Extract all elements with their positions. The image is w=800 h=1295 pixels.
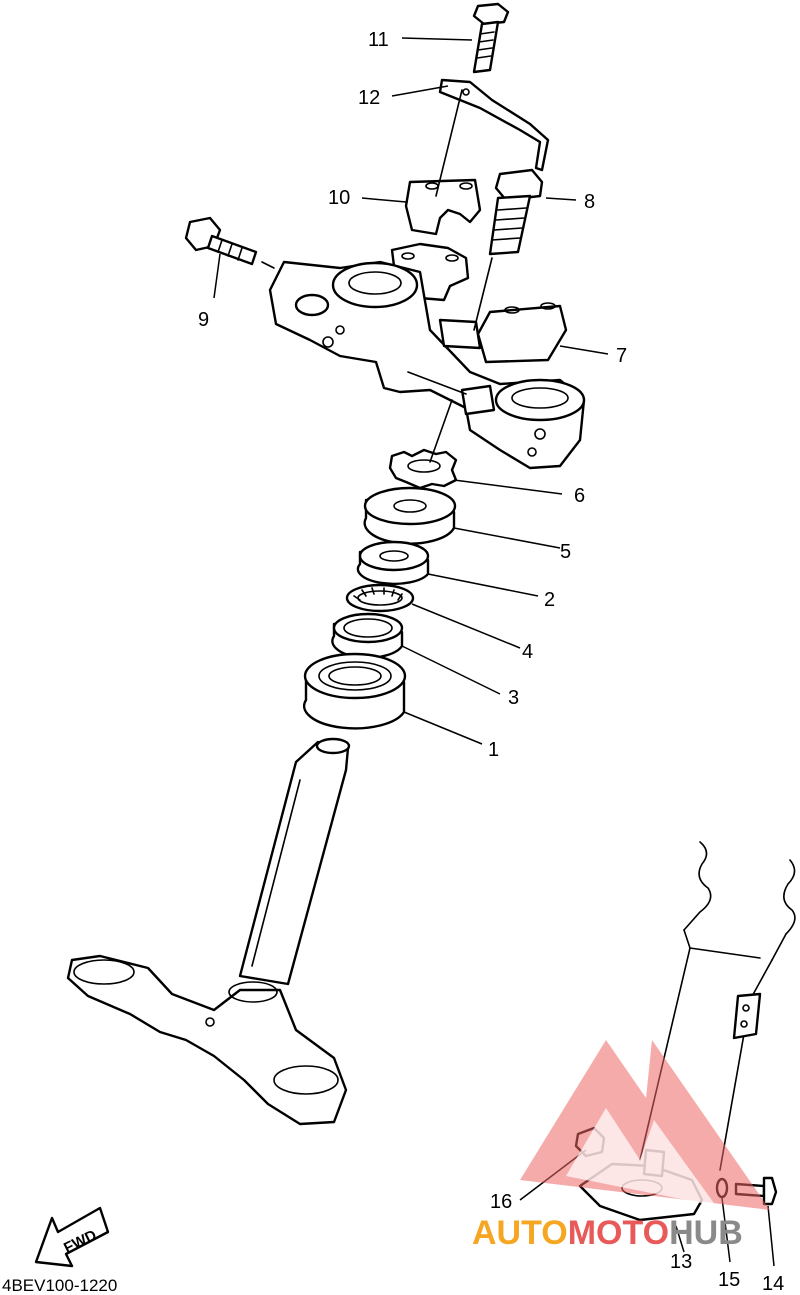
part-10-upper-holder [404,178,482,236]
fork-tubes [639,841,796,1171]
part-6-ring-nut [388,448,458,490]
callout-12: 12 [358,87,380,109]
part-5-bearing-cover [363,486,457,545]
watermark-auto: AUTO [472,1214,568,1252]
callout-13: 13 [670,1251,692,1273]
callout-1: 1 [488,739,499,761]
callout-labels: 11 12 10 8 9 7 6 5 2 4 3 1 16 13 15 14 [198,29,784,1295]
part-2-bearing-race [356,540,430,586]
callout-2: 2 [544,589,555,611]
callout-3: 3 [508,687,519,709]
callout-7: 7 [616,345,627,367]
callout-8: 8 [584,191,595,213]
callout-16: 16 [490,1191,512,1213]
part-3-bearing-race [331,612,404,659]
callout-10: 10 [328,187,350,209]
automotohub-watermark: AUTOMOTOHUB [472,1040,770,1252]
steering-stem [66,737,351,1126]
watermark-hub: HUB [669,1214,743,1252]
part-4-ball-bearing [345,583,415,613]
part-8-bolt [488,168,544,256]
callout-9: 9 [198,309,209,331]
part-11-bolt [472,2,510,74]
fwd-arrow: FWD [34,1206,110,1268]
callout-14: 14 [762,1273,784,1295]
watermark-moto: MOTO [568,1214,669,1252]
part-9-bolt [184,216,258,266]
part-12-bracket [438,78,550,172]
callout-6: 6 [574,485,585,507]
part-7-upper-bracket [268,260,586,470]
callout-11: 11 [368,29,389,51]
diagram-code: 4BEV100-1220 [2,1276,117,1295]
callout-15: 15 [718,1269,740,1291]
callout-4: 4 [522,641,533,663]
callout-5: 5 [560,541,571,563]
watermark-text: AUTOMOTOHUB [472,1214,743,1252]
part-1-bearing [302,652,407,730]
